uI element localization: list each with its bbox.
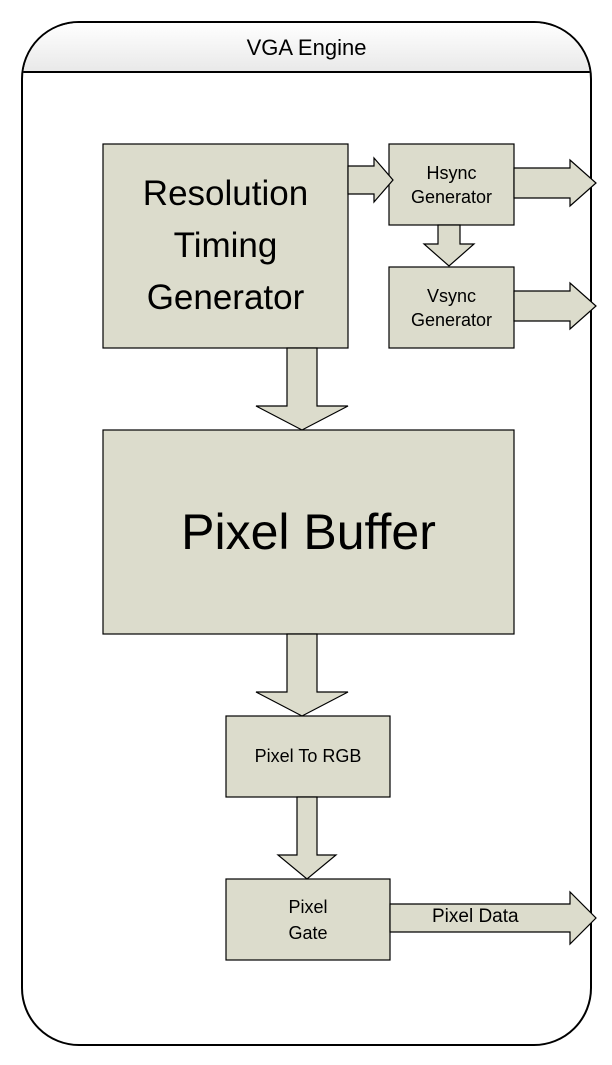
frame-title: VGA Engine: [246, 35, 367, 60]
arrow-hsync-to-vsync: [422, 224, 476, 267]
arrow-timing-to-buffer: [255, 347, 349, 431]
arrow-timing-to-hsync: [347, 156, 394, 204]
pixel-gate-label: Pixel Gate: [288, 896, 328, 943]
hsync-generator-label: Hsync Generator: [410, 162, 493, 207]
timing-generator-block: [102, 143, 349, 349]
arrow-pixel-data-output: [389, 890, 597, 946]
frame-header: VGA Engine: [23, 23, 590, 73]
vsync-generator-label: Vsync Generator: [410, 285, 493, 330]
pixel-buffer-block: [102, 429, 515, 635]
timing-generator-label: Resolution Timing Generator: [142, 174, 309, 317]
arrow-vsync-output: [513, 281, 597, 331]
pixel-to-rgb-label: Pixel To RGB: [254, 746, 362, 766]
arrow-hsync-output: [513, 158, 597, 208]
pixel-buffer-label: Pixel Buffer: [181, 504, 436, 560]
pixel-to-rgb-block: [225, 715, 391, 798]
pixel-data-label: Pixel Data: [432, 906, 519, 927]
pixel-gate-block: [225, 878, 391, 961]
arrow-buffer-to-rgb: [255, 633, 349, 717]
arrow-rgb-to-gate: [276, 796, 338, 880]
